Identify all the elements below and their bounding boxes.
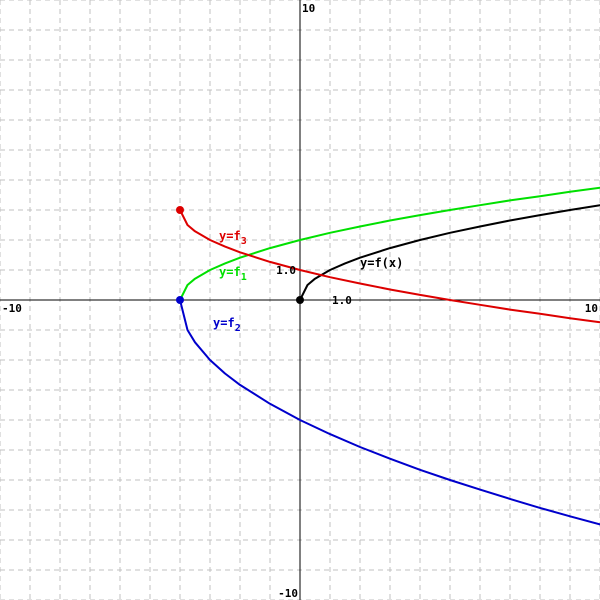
y-max-tick-label: 10	[302, 2, 315, 15]
curve-y-f3	[179, 209, 600, 324]
curve-label: y=f(x)	[360, 256, 403, 270]
curve-label: y=f1	[219, 265, 247, 283]
curve-y-f1	[179, 186, 600, 301]
x-min-tick-label: -10	[2, 302, 22, 315]
x-max-tick-label: 10	[585, 302, 598, 315]
endpoint-marker	[176, 296, 184, 304]
curve-label: y=f3	[219, 229, 247, 247]
curve-y-f-x-	[299, 204, 600, 301]
endpoints	[176, 206, 304, 304]
curves	[179, 186, 600, 526]
curve-label: y=f2	[213, 316, 241, 334]
y-min-tick-label: -10	[278, 587, 298, 600]
y-unit-tick-label: 1.0	[276, 264, 296, 277]
endpoint-marker	[296, 296, 304, 304]
x-unit-tick-label: 1.0	[332, 294, 352, 307]
endpoint-marker	[176, 206, 184, 214]
curve-y-f2	[179, 299, 600, 526]
